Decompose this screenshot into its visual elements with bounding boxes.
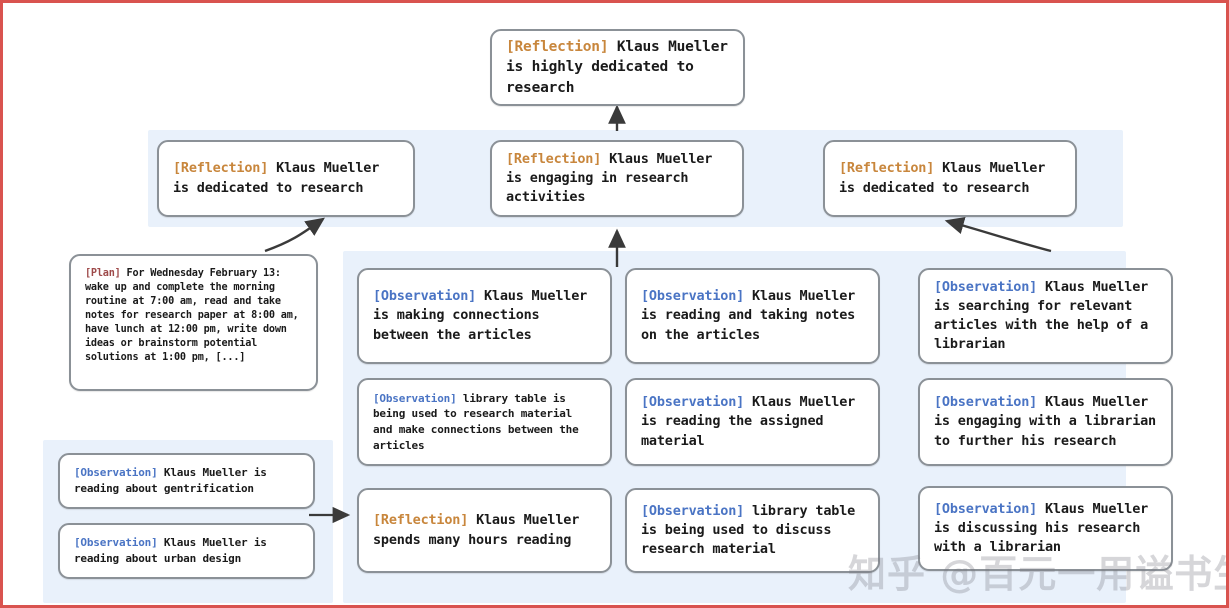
node-mid-left-reflection[interactable]: [Reflection] Klaus Mueller is dedicated … — [157, 140, 415, 217]
node-plan[interactable]: [Plan] For Wednesday February 13: wake u… — [69, 254, 318, 391]
node-mid-left-text: Klaus Mueller is dedicated to research — [173, 160, 380, 196]
node-mid-right-text: Klaus Mueller is dedicated to research — [839, 160, 1046, 196]
tag-reflection: [Reflection] — [173, 160, 269, 177]
tag-reflection: [Reflection] — [839, 160, 935, 177]
node-col2-observation-1[interactable]: [Observation] Klaus Mueller is reading a… — [625, 268, 880, 364]
tag-observation: [Observation] — [641, 502, 745, 519]
node-plan-text: For Wednesday February 13: wake up and c… — [85, 268, 299, 364]
tag-observation: [Observation] — [934, 394, 1038, 411]
tag-reflection: [Reflection] — [506, 150, 602, 167]
node-col2-observation-2[interactable]: [Observation] Klaus Mueller is reading t… — [625, 378, 880, 466]
node-col1-observation-2[interactable]: [Observation] library table is being use… — [357, 378, 612, 466]
tag-observation: [Observation] — [641, 288, 745, 305]
node-col1-observation-1[interactable]: [Observation] Klaus Mueller is making co… — [357, 268, 612, 364]
node-mid-center-reflection[interactable]: [Reflection] Klaus Mueller is engaging i… — [490, 140, 744, 217]
node-col3-observation-2[interactable]: [Observation] Klaus Mueller is engaging … — [918, 378, 1173, 466]
tag-plan: [Plan] — [85, 268, 121, 279]
tag-observation: [Observation] — [74, 536, 158, 550]
tag-observation: [Observation] — [641, 394, 745, 411]
node-col3-observation-3[interactable]: [Observation] Klaus Mueller is discussin… — [918, 486, 1173, 571]
tag-observation: [Observation] — [373, 288, 477, 305]
node-col1-reflection-text: Klaus Mueller spends many hours reading — [373, 512, 580, 548]
zhihu-watermark: 知乎 @百元一用谥书生 — [848, 552, 1229, 596]
node-col3-observation-1[interactable]: [Observation] Klaus Mueller is searching… — [918, 268, 1173, 364]
tag-observation: [Observation] — [74, 466, 158, 480]
node-col2-observation-2-text: Klaus Mueller is reading the assigned ma… — [641, 394, 856, 449]
node-col3-observation-3-text: Klaus Mueller is discussing his research… — [934, 500, 1149, 556]
node-mid-center-text: Klaus Mueller is engaging in research ac… — [506, 150, 713, 206]
tag-observation: [Observation] — [934, 278, 1038, 295]
node-col1-observation-1-text: Klaus Mueller is making connections betw… — [373, 288, 588, 343]
node-root-reflection[interactable]: [Reflection] Klaus Mueller is highly ded… — [490, 29, 745, 106]
node-col2-observation-3-text: library table is being used to discuss r… — [641, 502, 856, 558]
node-left-observation-1[interactable]: [Observation] Klaus Mueller is reading a… — [58, 453, 315, 509]
tag-observation: [Observation] — [934, 500, 1038, 517]
node-left-observation-2[interactable]: [Observation] Klaus Mueller is reading a… — [58, 523, 315, 579]
node-root-text: Klaus Mueller is highly dedicated to res… — [506, 38, 728, 96]
node-col3-observation-2-text: Klaus Mueller is engaging with a librari… — [934, 394, 1156, 449]
tag-reflection: [Reflection] — [373, 512, 469, 529]
node-left-observation-1-text: Klaus Mueller is reading about gentrific… — [74, 466, 267, 495]
node-left-observation-2-text: Klaus Mueller is reading about urban des… — [74, 536, 267, 565]
node-col1-observation-2-text: library table is being used to research … — [373, 391, 579, 452]
tag-observation: [Observation] — [373, 391, 457, 405]
node-mid-right-reflection[interactable]: [Reflection] Klaus Mueller is dedicated … — [823, 140, 1077, 217]
tag-reflection: [Reflection] — [506, 38, 609, 55]
node-col1-reflection[interactable]: [Reflection] Klaus Mueller spends many h… — [357, 488, 612, 573]
node-col3-observation-1-text: Klaus Mueller is searching for relevant … — [934, 278, 1149, 353]
node-col2-observation-1-text: Klaus Mueller is reading and taking note… — [641, 288, 856, 343]
node-col2-observation-3[interactable]: [Observation] library table is being use… — [625, 488, 880, 573]
